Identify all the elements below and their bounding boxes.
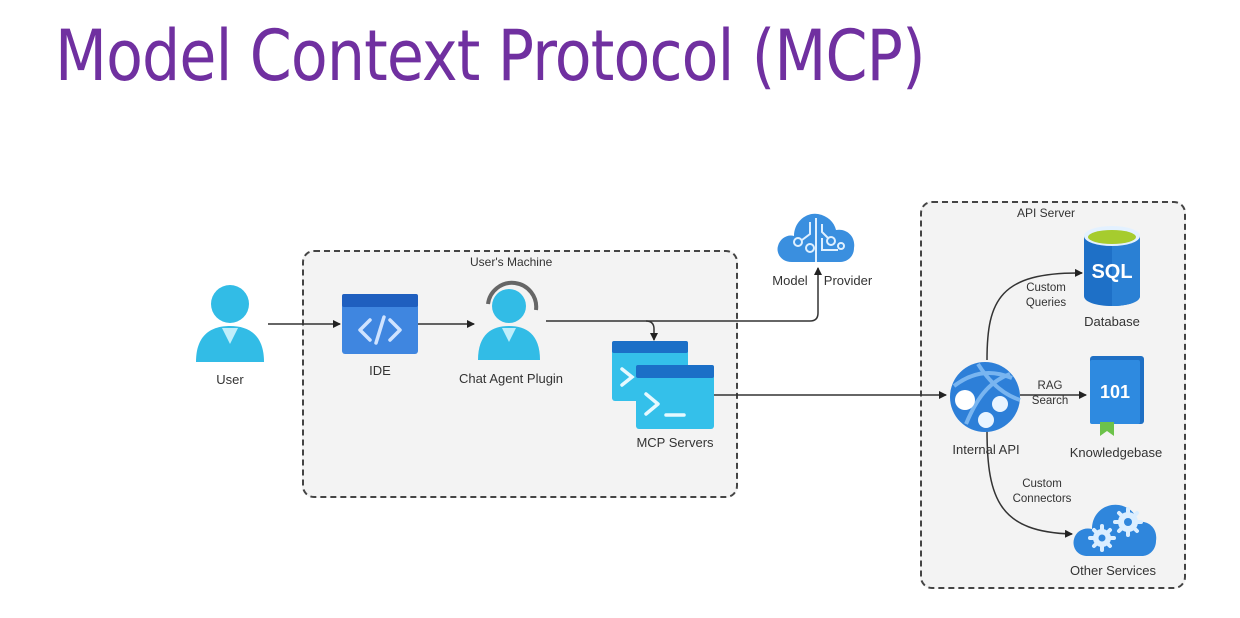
book-icon: 101 [1090,356,1144,436]
sql-icon-text: SQL [1091,261,1132,283]
user-label: User [216,372,244,387]
knowledgebase-node[interactable]: 101 [1090,356,1144,436]
other-services-label: Other Services [1070,563,1156,578]
chat-agent-node[interactable] [474,280,550,362]
model-provider-node[interactable] [776,208,856,264]
database-label: Database [1084,314,1140,329]
edge-label-line: Custom [1026,282,1066,294]
book-icon-text: 101 [1100,382,1130,402]
edge-label-custom-queries: Custom Queries [1026,281,1066,311]
agent-headset-icon [478,280,540,360]
sql-database-icon: SQL [1084,226,1140,306]
edge-label-line: Connectors [1012,492,1072,505]
model-provider-label-right: Provider [823,273,873,288]
model-provider-label-left: Model [772,273,808,288]
api-server-label: API Server [1017,206,1076,220]
api-globe-icon [950,362,1021,432]
ide-node[interactable] [342,294,418,354]
edge-api-database [986,268,1083,361]
mcp-servers-label: MCP Servers [636,435,714,450]
edge-label-line: Custom [1022,478,1062,490]
database-node[interactable]: SQL [1084,226,1140,306]
edge-label-rag-search: RAG Search [1032,379,1068,409]
internal-api-node[interactable] [948,360,1022,434]
knowledgebase-label: Knowledgebase [1069,445,1163,460]
edge-api-other-services [986,429,1073,538]
mcp-servers-node[interactable] [612,341,714,431]
users-machine-label: User's Machine [470,255,553,269]
edge-label-line: RAG [1037,380,1063,392]
other-services-node[interactable] [1072,496,1158,558]
user-node[interactable] [192,282,268,364]
terminal-windows-icon [612,341,714,429]
edge-label-line: Search [1031,394,1069,407]
edge-label-custom-connectors: Custom Connectors [1013,477,1072,507]
code-window-icon [342,294,418,354]
gear-cloud-icon [1073,504,1157,556]
internal-api-label: Internal API [952,442,1020,457]
chat-agent-label: Chat Agent Plugin [458,371,564,386]
edge-agent-mcp-servers [645,320,658,341]
page-title: Model Context Protocol (MCP) [55,15,926,97]
ide-label: IDE [369,363,391,378]
ai-cloud-icon [777,213,855,262]
edge-label-line: Queries [1025,296,1067,309]
edge-agent-model-provider [546,267,822,322]
person-icon [196,285,264,362]
